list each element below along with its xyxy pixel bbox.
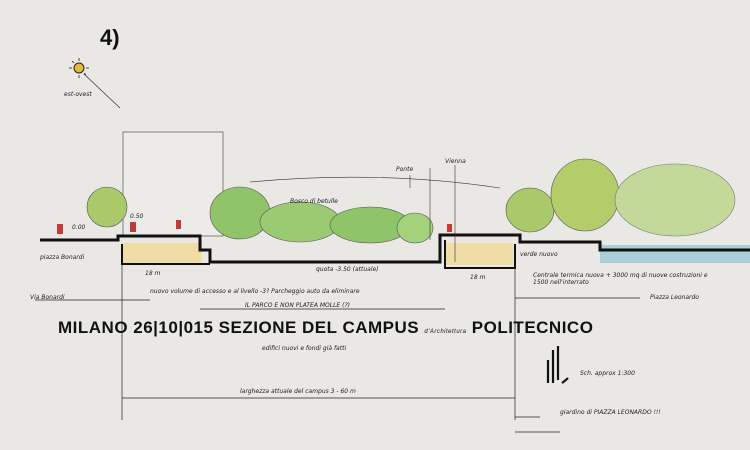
via-bonardi: Via Bonardi [30, 294, 65, 301]
title-middle: d'Architettura [424, 329, 467, 335]
piazza-leonardo: Piazza Leonardo [650, 294, 699, 301]
bosco-label: Bosco di betulle [290, 198, 338, 205]
signature [546, 346, 569, 384]
level-left: 0.00 [72, 224, 86, 231]
parco-note: IL PARCO E NON PLATEA MOLLE (?) [245, 302, 350, 309]
bottom-dimension: larghezza attuale del campus 3 - 60 m [240, 388, 356, 395]
bridge-lines [249, 165, 501, 262]
sun-direction-label: est-ovest [64, 91, 92, 98]
trees [86, 158, 736, 244]
dim-right: 18 m [470, 274, 486, 281]
dim-left: 18 m [145, 270, 161, 277]
vienna-label: Vienna [445, 158, 466, 165]
sun-icon [69, 58, 121, 109]
sheet-title: MILANO 26|10|015 SEZIONE DEL CAMPUS d'Ar… [58, 318, 593, 338]
edifici-note: edifici nuovi e fondi già fatti [262, 345, 347, 352]
centrale-note: Centrale termica nuova + 3000 mq di nuov… [533, 272, 708, 286]
scale-note: Sch. approx 1:300 [580, 370, 635, 377]
dimension-lines [35, 265, 640, 433]
piazza-label: piazza Bonardi [40, 254, 85, 261]
level-low: quota -3.50 (attuale) [316, 266, 379, 273]
nuovo-volume-note: nuovo volume di accesso e al livello -3?… [150, 288, 360, 295]
tower-outline [122, 131, 224, 237]
ground-section [40, 220, 750, 269]
verde-label: verde nuovo [520, 251, 558, 258]
sheet-number: 4) [100, 25, 120, 50]
title-end: POLITECNICO [471, 318, 594, 337]
level-mid: 0.50 [130, 213, 144, 220]
ponte-label: Ponte [396, 166, 414, 173]
title-main: MILANO 26|10|015 SEZIONE DEL CAMPUS [58, 318, 420, 337]
bottom-note: giardino di PIAZZA LEONARDO !!! [560, 409, 661, 416]
